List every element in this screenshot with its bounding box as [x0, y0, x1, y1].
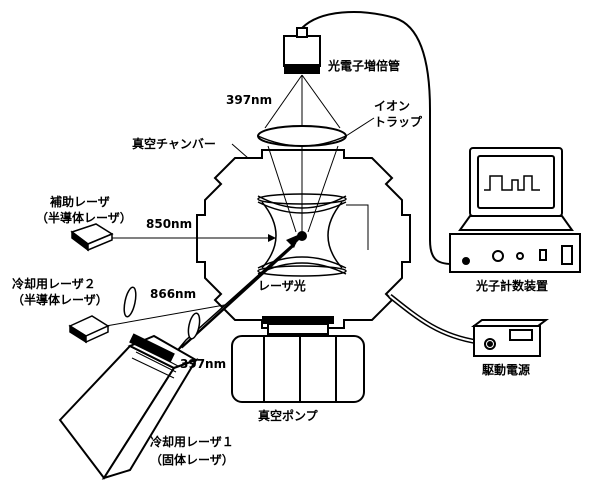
pump-flange — [262, 316, 334, 335]
photomultiplier-tube — [283, 27, 321, 74]
vacuum-chamber-label: 真空チャンバー — [132, 136, 216, 151]
cool2-laser-label-1: 冷却用レーザ２ — [12, 276, 96, 291]
ion-trap-label-2: トラップ — [374, 114, 423, 129]
photon-counter-label: 光子計数装置 — [475, 278, 548, 293]
ion-trap-label-1: イオン — [374, 99, 410, 113]
fluorescence-cone — [264, 74, 341, 233]
drive-power-supply — [471, 319, 549, 357]
chamber-leader — [231, 143, 249, 159]
cool1-beam-arrow — [286, 234, 300, 248]
cool1-laser-label-1: 冷却用レーザ１ — [150, 434, 234, 449]
vacuum-pump-label: 真空ポンプ — [258, 408, 319, 423]
pmt-cable — [301, 11, 453, 265]
aux-diode-laser — [70, 223, 114, 252]
trap-wire — [346, 204, 369, 250]
cool1-lens — [187, 312, 201, 340]
cool2-diode-laser — [68, 315, 110, 344]
cool1-laser-label-2: （固体レーザ） — [150, 452, 234, 467]
cool1-solid-laser — [58, 333, 199, 480]
laser-light-label: レーザ光 — [258, 278, 306, 293]
cool2-laser-label-2: （半導体レーザ） — [12, 292, 108, 307]
collection-lens — [257, 125, 347, 147]
aux-beam-arrow — [268, 234, 276, 242]
cool1-laser-hatching — [131, 345, 179, 379]
wl-pmt-label: 397nm — [226, 93, 272, 107]
drive-cable — [388, 294, 479, 345]
cool1-laser-beam — [175, 237, 301, 353]
photon-counter — [449, 147, 581, 273]
vacuum-chamber — [196, 149, 411, 329]
aux-laser-label-2: （半導体レーザ） — [36, 210, 132, 225]
vacuum-pump — [231, 335, 365, 403]
drive-power-label: 駆動電源 — [482, 362, 530, 377]
aux-lens — [123, 286, 137, 318]
aux-laser-label-1: 補助レーザ — [49, 194, 110, 209]
wl-cool2-label: 866nm — [150, 287, 196, 301]
wl-aux-label: 850nm — [146, 217, 192, 231]
ion-trap-leader — [345, 117, 375, 137]
cool2-beam — [105, 303, 231, 327]
wl-cool1-label: 397nm — [180, 357, 226, 371]
pmt-label: 光電子増倍管 — [327, 58, 400, 73]
